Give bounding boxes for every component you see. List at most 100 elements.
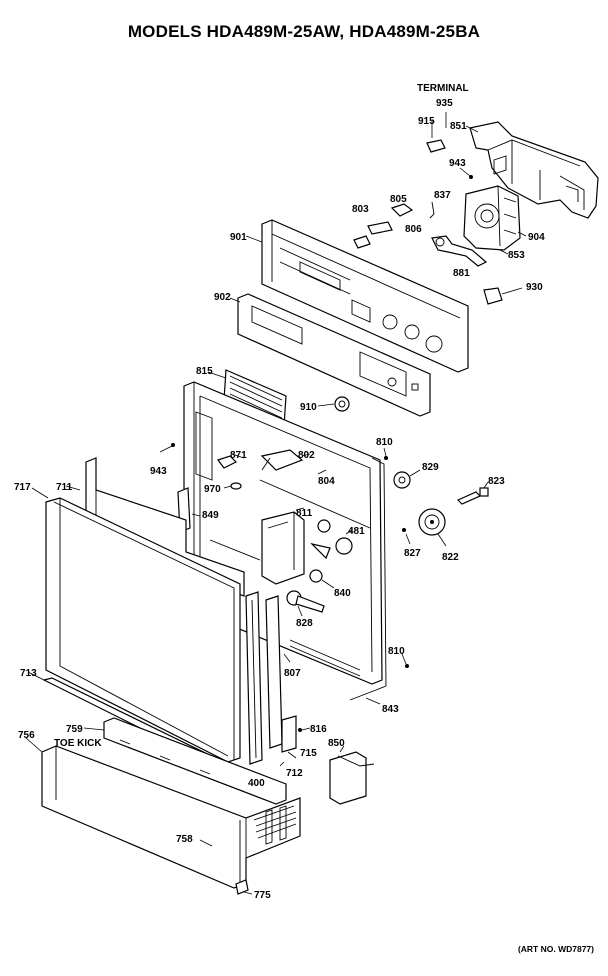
part-label-871: 871 <box>230 450 247 461</box>
leader-853 <box>499 249 509 255</box>
part-label-837: 837 <box>434 190 451 201</box>
part-label-829: 829 <box>422 462 439 473</box>
button-803 <box>353 235 371 249</box>
part-label-804: 804 <box>318 476 335 487</box>
leader-851 <box>465 125 479 133</box>
leader-815 <box>207 371 227 379</box>
part-label-902: 902 <box>214 292 231 303</box>
leader-712 <box>279 761 285 767</box>
leader-902 <box>229 297 241 303</box>
leader-904 <box>517 231 527 237</box>
part-label-712: 712 <box>286 768 303 779</box>
part-label-759: 759 <box>66 724 83 735</box>
linkage-881 <box>431 235 488 267</box>
part-label-810: 810 <box>376 437 393 448</box>
screw-943-left <box>159 443 175 453</box>
part-label-851: 851 <box>450 121 467 132</box>
screw-816 <box>298 727 311 732</box>
panel-insert-902 <box>237 293 431 417</box>
part-label-943: 943 <box>150 466 167 477</box>
part-label-822: 822 <box>442 552 459 563</box>
latch-802 <box>260 449 311 471</box>
leader-807 <box>283 653 291 663</box>
shaft-823 <box>456 481 489 505</box>
part-label-810: 810 <box>388 646 405 657</box>
part-label-400: 400 <box>248 778 265 789</box>
part-label-843: 843 <box>382 704 399 715</box>
part-label-915: 915 <box>418 116 435 127</box>
part-label-717: 717 <box>14 482 31 493</box>
screw-827 <box>402 528 411 545</box>
screw-810-upper <box>383 447 388 460</box>
art-number: (ART NO. WD7877) <box>517 944 594 954</box>
part-label-935: 935 <box>436 98 453 109</box>
part-label-853: 853 <box>508 250 525 261</box>
clip-930 <box>483 287 523 305</box>
part-label-849: 849 <box>202 510 219 521</box>
part-label-970: 970 <box>204 484 221 495</box>
part-label-756: 756 <box>18 730 35 741</box>
part-label-881: 881 <box>453 268 470 279</box>
dispenser-811 <box>261 507 305 585</box>
switch-assembly-904 <box>463 185 521 251</box>
toe-kick-label: TOE KICK <box>54 738 102 749</box>
leader-759 <box>83 727 105 731</box>
part-label-758: 758 <box>176 834 193 845</box>
part-label-910: 910 <box>300 402 317 413</box>
foot-775 <box>235 879 253 895</box>
toe-kick-756 <box>41 745 301 889</box>
part-label-807: 807 <box>284 668 301 679</box>
screw-810-lower <box>401 653 409 668</box>
part-label-815: 815 <box>196 366 213 377</box>
part-label-803: 803 <box>352 204 369 215</box>
part-label-802: 802 <box>298 450 315 461</box>
part-label-711: 711 <box>56 482 73 493</box>
part-label-828: 828 <box>296 618 313 629</box>
door-panel-717 <box>45 497 241 763</box>
bracket-850 <box>329 745 375 805</box>
part-label-827: 827 <box>404 548 421 559</box>
part-label-481: 481 <box>348 526 365 537</box>
leader-901 <box>245 235 263 243</box>
screw-943-top <box>459 167 473 179</box>
diagram-title: MODELS HDA489M-25AW, HDA489M-25BA <box>127 22 481 41</box>
spring-840 <box>309 569 335 589</box>
part-label-806: 806 <box>405 224 422 235</box>
gasket-843 <box>349 457 387 705</box>
part-label-850: 850 <box>328 738 345 749</box>
actuator-481 <box>310 519 353 560</box>
part-label-713: 713 <box>20 668 37 679</box>
wheel-822 <box>418 508 447 547</box>
part-label-930: 930 <box>526 282 543 293</box>
leader-717 <box>31 487 49 499</box>
part-label-715: 715 <box>300 748 317 759</box>
leader-711 <box>65 485 81 491</box>
part-label-775: 775 <box>254 890 271 901</box>
bracket-851 <box>469 121 599 219</box>
bumper-970 <box>223 482 242 490</box>
leader-804 <box>317 469 327 475</box>
rail-712 <box>245 591 263 765</box>
switch-805 <box>390 203 414 217</box>
part-label-901: 901 <box>230 232 247 243</box>
knob-829 <box>393 469 421 489</box>
toe-kick-plate-759 <box>103 717 287 805</box>
leader-756 <box>25 737 43 753</box>
spring-837 <box>429 201 435 219</box>
part-label-823: 823 <box>488 476 505 487</box>
knob-910 <box>317 396 350 412</box>
part-label-811: 811 <box>296 508 313 519</box>
terminal-label: TERMINAL <box>417 83 469 94</box>
control-panel-901 <box>261 219 469 373</box>
part-label-805: 805 <box>390 194 407 205</box>
button-806 <box>367 221 393 235</box>
part-label-943: 943 <box>449 158 466 169</box>
lever-828 <box>286 590 325 617</box>
rail-715 <box>265 595 297 759</box>
latch-871 <box>217 453 245 469</box>
part-label-904: 904 <box>528 232 545 243</box>
part-label-840: 840 <box>334 588 351 599</box>
part-label-816: 816 <box>310 724 327 735</box>
terminal-915 <box>426 139 446 153</box>
